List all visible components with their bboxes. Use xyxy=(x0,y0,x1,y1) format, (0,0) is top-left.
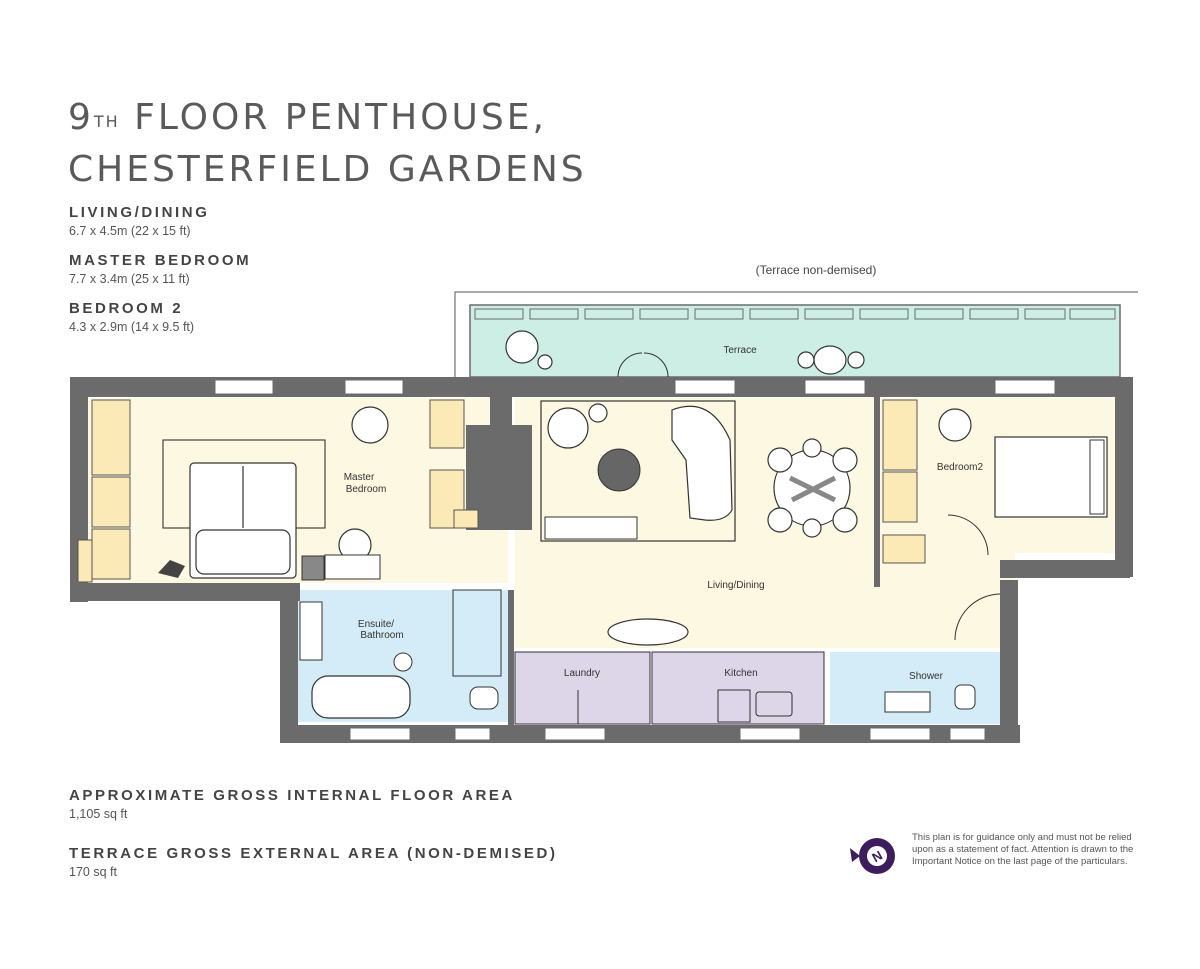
vanity xyxy=(299,601,323,661)
terrace-doors xyxy=(617,352,669,378)
title-ordinal: TH xyxy=(93,112,120,131)
shower-tray xyxy=(452,589,502,677)
bath-basin xyxy=(393,652,413,672)
label-ensuite-1: Ensuite/ xyxy=(358,619,394,630)
wardrobe-strip xyxy=(77,539,93,583)
spec-size: 6.7 x 4.5m (22 x 15 ft) xyxy=(69,224,191,238)
master-chairs xyxy=(338,406,389,562)
title-building-name: CHESTERFIELD GARDENS xyxy=(68,149,587,190)
desk xyxy=(324,554,381,580)
spec-bedroom-2: BEDROOM 2 4.3 x 2.9m (14 x 9.5 ft) xyxy=(69,300,194,334)
label-ensuite-2: Bathroom xyxy=(360,630,403,641)
area-value: 170 sq ft xyxy=(69,865,117,879)
label-bedroom2: Bedroom2 xyxy=(937,462,984,473)
dining-set xyxy=(767,438,858,538)
title-floor-number: 9 xyxy=(68,97,94,138)
wardrobe-left xyxy=(91,399,131,580)
kitchen-units xyxy=(651,651,825,725)
bedroom2-wardrobe xyxy=(882,399,926,564)
label-kitchen: Kitchen xyxy=(724,668,757,679)
area-terrace: TERRACE GROSS EXTERNAL AREA (NON-DEMISED… xyxy=(69,845,558,879)
label-shower: Shower xyxy=(909,671,944,682)
laundry-units xyxy=(514,651,651,725)
shower-fixtures xyxy=(884,684,976,713)
area-value: 1,105 sq ft xyxy=(69,807,128,821)
living-armchair xyxy=(547,403,608,449)
label-master-2: Bedroom xyxy=(346,484,387,495)
spec-size: 4.3 x 2.9m (14 x 9.5 ft) xyxy=(69,320,195,334)
wardrobe-right xyxy=(429,399,479,529)
label-laundry: Laundry xyxy=(564,668,600,679)
bedroom2-door xyxy=(947,514,989,556)
dining-table-base xyxy=(788,475,837,503)
terrace-planters xyxy=(474,308,1116,320)
living-rug xyxy=(540,400,736,542)
media-unit xyxy=(544,516,638,540)
label-master-1: Master xyxy=(344,472,375,483)
spec-size: 7.7 x 3.4m (25 x 11 ft) xyxy=(69,272,190,286)
page-title: 9TH FLOOR PENTHOUSE, CHESTERFIELD GARDEN… xyxy=(68,92,587,196)
laundry-floor xyxy=(515,652,650,724)
spec-name: MASTER BEDROOM xyxy=(69,252,252,269)
rug-decor xyxy=(158,560,185,578)
windows xyxy=(214,379,1056,741)
spec-name: BEDROOM 2 xyxy=(69,300,184,317)
bedroom2-chair xyxy=(938,408,972,442)
bathtub xyxy=(311,675,411,719)
terrace-note: (Terrace non-demised) xyxy=(756,263,877,277)
coffee-table xyxy=(597,448,641,492)
label-terrace: Terrace xyxy=(723,345,757,356)
label-living: Living/Dining xyxy=(707,580,764,591)
spec-name: LIVING/DINING xyxy=(69,204,210,221)
spec-master-bedroom: MASTER BEDROOM 7.7 x 3.4m (25 x 11 ft) xyxy=(69,252,251,286)
area-name: APPROXIMATE GROSS INTERNAL FLOOR AREA xyxy=(69,787,515,804)
master-bed xyxy=(189,462,297,579)
terrace-boundary xyxy=(454,291,1138,377)
island-table xyxy=(607,618,689,646)
compass-icon: N xyxy=(850,838,895,874)
sofa xyxy=(671,405,733,521)
title-floor-label: FLOOR PENTHOUSE, xyxy=(119,97,547,138)
area-name: TERRACE GROSS EXTERNAL AREA (NON-DEMISED… xyxy=(69,845,558,862)
kitchen-floor xyxy=(652,652,824,724)
disclaimer-note: This plan is for guidance only and must … xyxy=(912,832,1134,867)
bedside-table xyxy=(301,555,325,581)
terrace-table-set xyxy=(505,330,865,375)
hall-door xyxy=(954,593,1001,641)
bedroom2-pillows xyxy=(1089,439,1105,515)
bedroom2-bed xyxy=(994,436,1108,518)
wc xyxy=(469,686,499,710)
spec-living-dining: LIVING/DINING 6.7 x 4.5m (22 x 15 ft) xyxy=(69,204,209,238)
area-internal: APPROXIMATE GROSS INTERNAL FLOOR AREA 1,… xyxy=(69,787,515,821)
